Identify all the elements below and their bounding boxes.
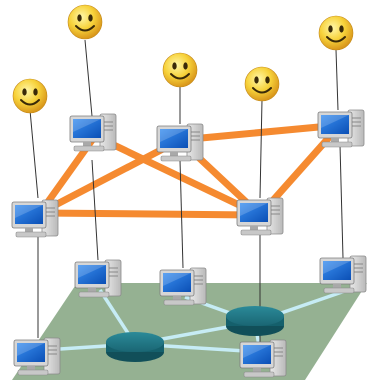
computer-icon	[239, 339, 287, 378]
router-disc-icon	[226, 306, 284, 336]
smiley-face-icon	[318, 15, 354, 51]
computers	[11, 109, 367, 378]
computer-icon	[319, 255, 367, 294]
overlay-link	[176, 121, 344, 144]
computer-icon	[236, 197, 284, 236]
smiley-face-icon	[162, 52, 198, 88]
users	[12, 4, 354, 114]
routers	[106, 306, 284, 362]
computer-icon	[156, 123, 204, 162]
computer-icon	[317, 109, 365, 148]
overlay-link	[91, 132, 264, 219]
user-connector	[29, 109, 39, 199]
overlay-link	[36, 209, 264, 219]
smiley-face-icon	[244, 66, 280, 102]
computer-icon	[69, 113, 117, 152]
router-disc-icon	[106, 332, 164, 362]
overlay-link	[36, 136, 184, 217]
layer-connector	[91, 159, 99, 261]
computer-icon	[11, 199, 59, 238]
layer-connector	[339, 144, 344, 259]
user-connector	[259, 99, 263, 199]
user-connector	[84, 39, 93, 117]
computer-icon	[159, 267, 207, 306]
smiley-face-icon	[12, 78, 48, 114]
computer-icon	[74, 259, 122, 298]
smiley-face-icon	[67, 4, 103, 40]
user-connector	[335, 49, 339, 111]
layer-connector	[179, 159, 184, 269]
computer-icon	[13, 337, 61, 376]
